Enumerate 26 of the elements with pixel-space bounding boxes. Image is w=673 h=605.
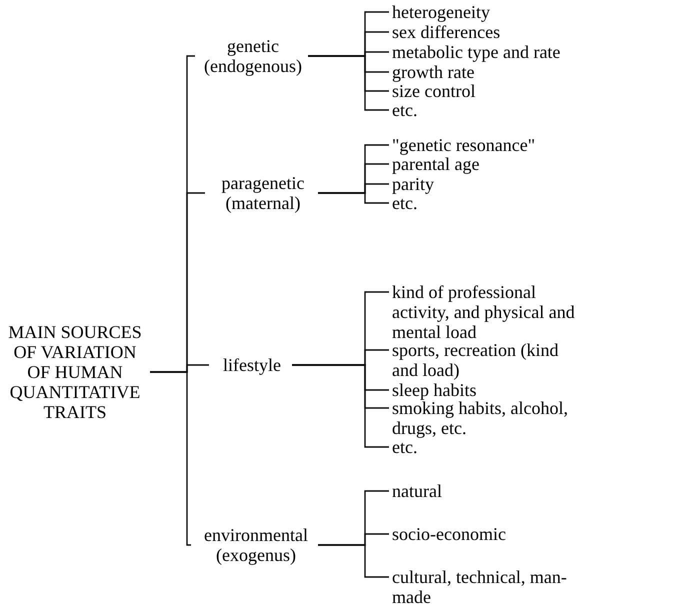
item-label: "genetic resonance" — [392, 135, 662, 155]
item-label: metabolic type and rate — [392, 42, 662, 62]
item-label: growth rate — [392, 62, 662, 82]
category-label: environmental (exogenus) — [194, 525, 318, 565]
connector-line — [150, 371, 191, 546]
connector-line — [318, 544, 389, 578]
connector-line — [308, 55, 389, 111]
item-label: parity — [392, 174, 662, 194]
item-label: size control — [392, 81, 662, 101]
item-label: sex differences — [392, 22, 662, 42]
item-label: cultural, technical, man-made — [392, 567, 577, 605]
connector-line — [292, 364, 389, 448]
root-label: MAIN SOURCES OF VARIATION OF HUMAN QUANTITATIVE TRAITS — [0, 322, 150, 422]
item-label: heterogeneity — [392, 2, 662, 22]
item-label: etc. — [392, 193, 662, 213]
category-label: genetic (endogenous) — [198, 36, 308, 76]
item-label: sports, recreation (kind and load) — [392, 340, 577, 380]
item-label: sleep habits — [392, 380, 577, 400]
item-label: etc. — [392, 100, 662, 120]
item-label: natural — [392, 481, 662, 501]
item-label: etc. — [392, 437, 662, 457]
category-label: lifestyle — [212, 355, 292, 375]
item-label: socio-economic — [392, 524, 662, 544]
item-label: parental age — [392, 154, 662, 174]
category-label: paragenetic (maternal) — [208, 173, 318, 213]
connector-line — [318, 192, 389, 204]
